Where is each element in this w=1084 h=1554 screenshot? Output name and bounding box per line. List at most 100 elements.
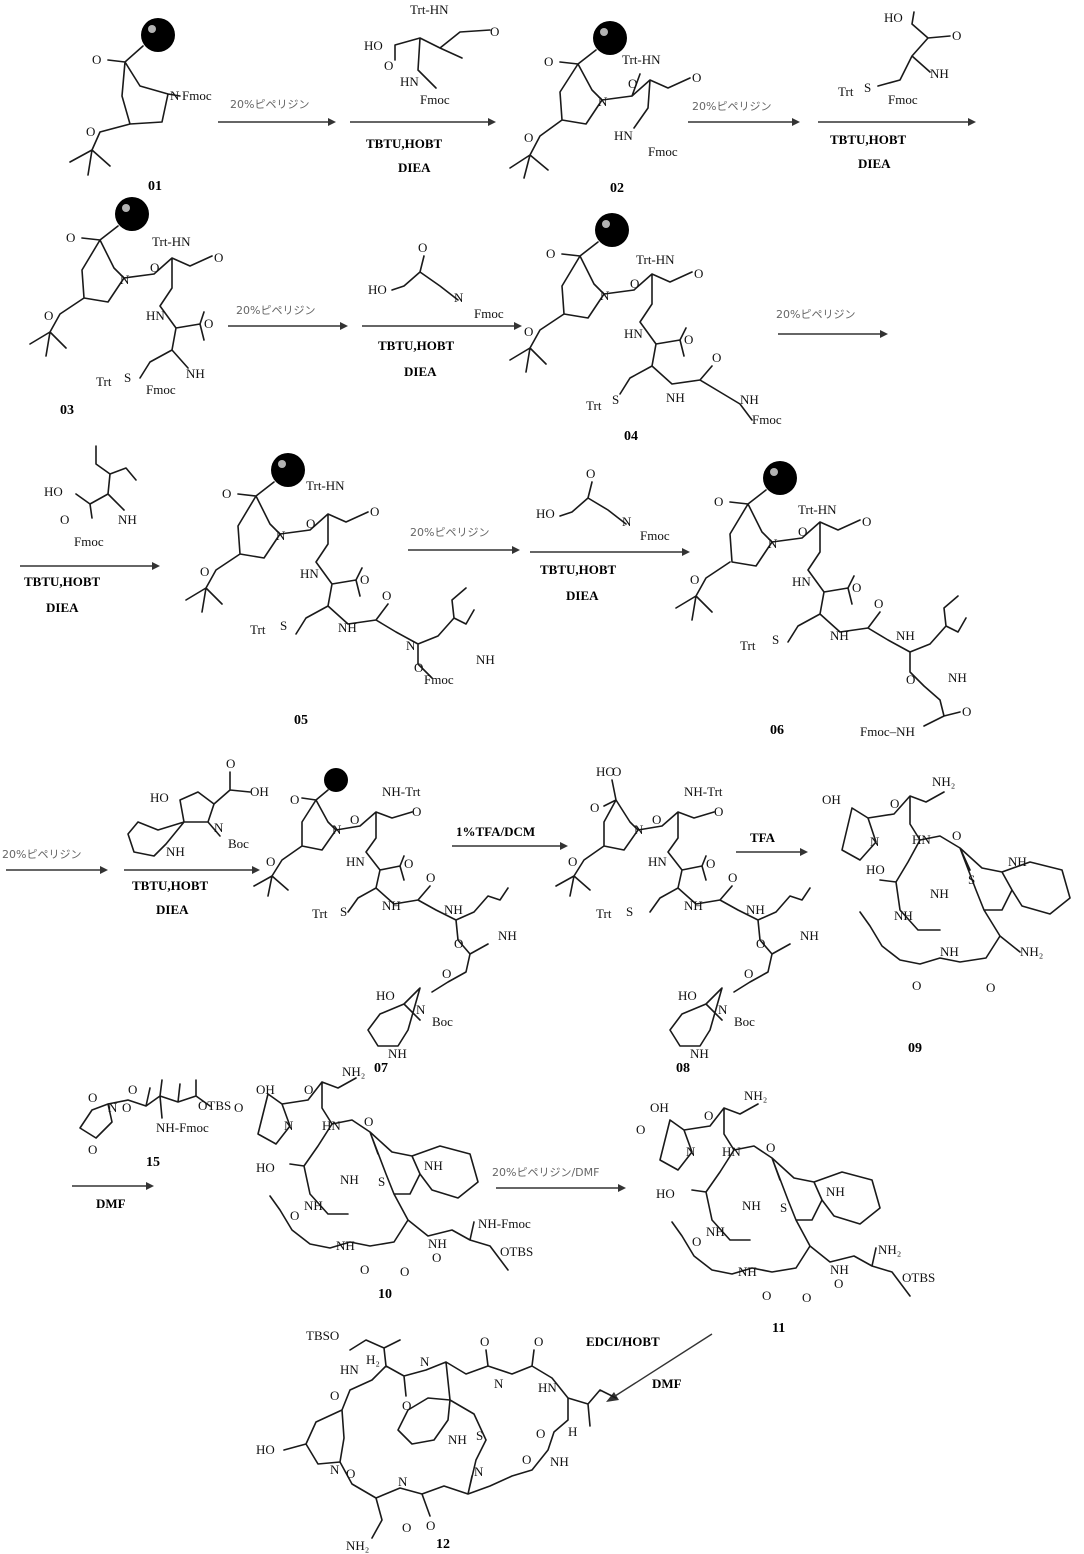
svg-text:HO: HO xyxy=(364,38,383,53)
svg-text:Trt-HN: Trt-HN xyxy=(410,2,449,17)
svg-text:N: N xyxy=(170,88,180,103)
compound-06-structure: O N Trt-HN O O HN O NH O NH O NH O Fmoc–… xyxy=(676,461,971,739)
svg-text:Boc: Boc xyxy=(228,836,249,851)
reagent-fmoc-gly-2: HO O N Fmoc xyxy=(536,466,670,543)
reagent-hpi-boc: HO O OH N Boc NH xyxy=(128,756,269,859)
svg-text:HO: HO xyxy=(256,1160,275,1175)
reagent-label: 20%ピペリジン xyxy=(2,848,81,861)
svg-text:O: O xyxy=(986,980,995,995)
compound-label-08: 08 xyxy=(676,1061,690,1076)
svg-text:NH: NH xyxy=(186,366,205,381)
svg-text:O: O xyxy=(370,504,379,519)
resin-bead-icon xyxy=(324,768,348,792)
svg-text:NH: NH xyxy=(166,844,185,859)
svg-text:HN: HN xyxy=(648,854,667,869)
svg-text:NH-Trt: NH-Trt xyxy=(684,784,723,799)
svg-text:O: O xyxy=(612,764,621,779)
svg-text:HN: HN xyxy=(792,574,811,589)
svg-text:O: O xyxy=(360,572,369,587)
svg-text:O: O xyxy=(66,230,75,245)
svg-text:HO: HO xyxy=(656,1186,675,1201)
svg-text:O: O xyxy=(714,494,723,509)
reagent-label: 20%ピペリジン xyxy=(410,526,489,539)
svg-text:O: O xyxy=(364,1114,373,1129)
svg-text:H: H xyxy=(568,1424,577,1439)
reagent-label: 20%ピペリジン xyxy=(692,100,771,113)
svg-text:Fmoc: Fmoc xyxy=(74,534,104,549)
svg-text:Fmoc: Fmoc xyxy=(640,528,670,543)
svg-text:O: O xyxy=(590,800,599,815)
svg-text:S: S xyxy=(280,618,287,633)
svg-text:O: O xyxy=(490,24,499,39)
svg-text:O: O xyxy=(426,1518,435,1533)
svg-text:HN: HN xyxy=(722,1144,741,1159)
compound-09-structure: OH N HO NH₂ O HN O NH S NH NH NH NH₂ O O xyxy=(822,774,1070,995)
reagent-label: 20%ピペリジン xyxy=(230,98,309,111)
svg-text:NH-Trt: NH-Trt xyxy=(382,784,421,799)
svg-text:NH: NH xyxy=(388,1046,407,1061)
svg-text:N: N xyxy=(332,822,342,837)
svg-text:O: O xyxy=(862,514,871,529)
svg-text:N: N xyxy=(330,1462,340,1477)
reagent-label: DIEA xyxy=(46,600,79,615)
reagent-fmoc-cys-trt: HO O NH Trt S Fmoc xyxy=(838,10,961,107)
svg-text:O: O xyxy=(306,516,315,531)
svg-text:O: O xyxy=(88,1142,97,1157)
svg-text:N: N xyxy=(420,1354,430,1369)
svg-text:HN: HN xyxy=(912,832,931,847)
svg-text:S: S xyxy=(340,904,347,919)
svg-text:Trt: Trt xyxy=(596,906,612,921)
svg-text:O: O xyxy=(704,1108,713,1123)
svg-text:NH: NH xyxy=(894,908,913,923)
svg-text:O: O xyxy=(766,1140,775,1155)
svg-text:O: O xyxy=(304,1082,313,1097)
svg-text:NH: NH xyxy=(706,1224,725,1239)
compound-10-structure: O OH N HO NH₂ O HN O NH S NH NH NH NH NH… xyxy=(234,1064,533,1279)
svg-text:Fmoc: Fmoc xyxy=(888,92,918,107)
svg-text:HN: HN xyxy=(614,128,633,143)
svg-text:O: O xyxy=(630,276,639,291)
svg-text:O: O xyxy=(690,572,699,587)
svg-text:O: O xyxy=(60,512,69,527)
svg-text:HO: HO xyxy=(536,506,555,521)
svg-text:HO: HO xyxy=(368,282,387,297)
svg-text:NH: NH xyxy=(550,1454,569,1469)
svg-text:HN: HN xyxy=(346,854,365,869)
reagent-fmoc-asn-trt: Trt-HN HO O O HN Fmoc xyxy=(364,2,499,107)
resin-bead-icon xyxy=(593,21,627,55)
svg-text:O: O xyxy=(432,1250,441,1265)
svg-text:O: O xyxy=(412,804,421,819)
svg-text:HN: HN xyxy=(538,1380,557,1395)
svg-text:O: O xyxy=(744,966,753,981)
compound-02-structure: O N Trt-HN O O HN Fmoc O xyxy=(510,21,701,178)
svg-text:N: N xyxy=(634,822,644,837)
compound-label-15: 15 xyxy=(146,1155,160,1170)
svg-text:NH: NH xyxy=(338,620,357,635)
svg-text:Trt-HN: Trt-HN xyxy=(636,252,675,267)
svg-text:S: S xyxy=(378,1174,385,1189)
svg-text:S: S xyxy=(968,872,975,887)
svg-text:NH: NH xyxy=(666,390,685,405)
compound-label-11: 11 xyxy=(772,1321,785,1336)
svg-text:N: N xyxy=(768,536,778,551)
svg-text:O: O xyxy=(234,1100,243,1115)
svg-text:HN: HN xyxy=(400,74,419,89)
svg-text:O: O xyxy=(222,486,231,501)
compound-label-12: 12 xyxy=(436,1537,450,1552)
reagent-label: 20%ピペリジン xyxy=(776,308,855,321)
svg-text:N: N xyxy=(600,288,610,303)
svg-text:O: O xyxy=(586,466,595,481)
reagent-label: DMF xyxy=(96,1196,126,1211)
svg-text:NH: NH xyxy=(746,902,765,917)
svg-text:N: N xyxy=(598,94,608,109)
svg-text:Fmoc: Fmoc xyxy=(182,88,212,103)
svg-text:O: O xyxy=(442,966,451,981)
reagent-label: DIEA xyxy=(858,156,891,171)
svg-text:N: N xyxy=(870,834,880,849)
svg-text:O: O xyxy=(266,854,275,869)
svg-text:Trt: Trt xyxy=(250,622,266,637)
svg-text:NH: NH xyxy=(382,898,401,913)
svg-text:O: O xyxy=(728,870,737,885)
svg-text:NH: NH xyxy=(498,928,517,943)
svg-text:NH: NH xyxy=(428,1236,447,1251)
